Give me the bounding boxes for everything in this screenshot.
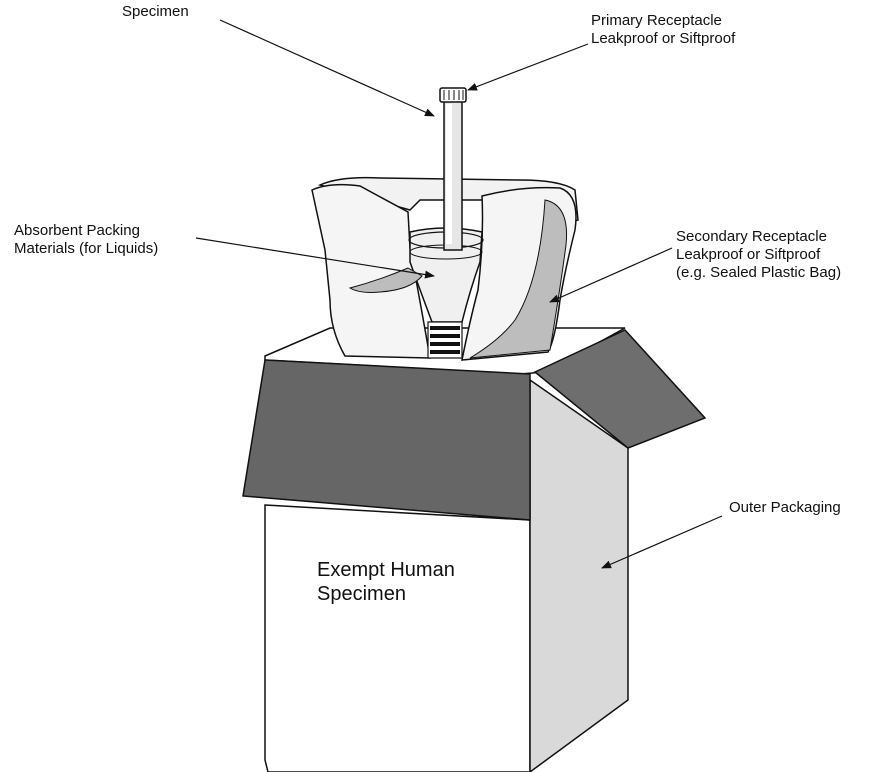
label-specimen-text: Specimen: [122, 3, 189, 20]
label-absorbent-packing: Absorbent Packing Materials (for Liquids…: [14, 222, 158, 258]
box-side: [529, 378, 629, 772]
label-secondary-receptacle: Secondary Receptacle Leakproof or Siftpr…: [676, 228, 841, 282]
arrow-primary: [467, 43, 589, 91]
label-primary-receptacle: Primary Receptacle Leakproof or Siftproo…: [591, 12, 735, 48]
label-specimen: Specimen: [122, 3, 189, 21]
arrow-specimen: [219, 19, 435, 117]
arrow-absorbent: [195, 237, 435, 279]
base-ridge: [430, 334, 460, 338]
label-outer-packaging: Outer Packaging: [729, 499, 841, 517]
secondary-bag-left: [311, 183, 431, 359]
label-primary-line1: Primary Receptacle: [591, 12, 722, 29]
base-ridge: [430, 342, 460, 346]
box-printed-text: Exempt Human Specimen: [317, 558, 455, 606]
label-absorbent-line2: Materials (for Liquids): [14, 240, 159, 257]
bag-liquid-shade: [348, 267, 423, 293]
specimen-fill: [446, 104, 452, 244]
label-secondary-line2: Leakproof or Siftproof: [676, 246, 821, 263]
label-secondary-line3: (e.g. Sealed Plastic Bag): [676, 264, 842, 281]
box-text-line1: Exempt Human: [317, 559, 455, 581]
box-right-flap: [533, 329, 707, 449]
label-absorbent-line1: Absorbent Packing: [14, 222, 140, 239]
label-secondary-line1: Secondary Receptacle: [676, 228, 827, 245]
base-ridge: [430, 326, 460, 330]
box-text-line2: Specimen: [317, 583, 406, 605]
label-primary-line2: Leakproof or Siftproof: [591, 30, 736, 47]
base-ridge: [430, 350, 460, 354]
arrow-secondary: [549, 247, 673, 303]
label-outer-text: Outer Packaging: [729, 499, 841, 516]
box-front-flap: [242, 359, 531, 521]
box-front: [264, 504, 531, 772]
arrow-outer: [601, 515, 723, 569]
secondary-bag-shade: [469, 199, 568, 359]
